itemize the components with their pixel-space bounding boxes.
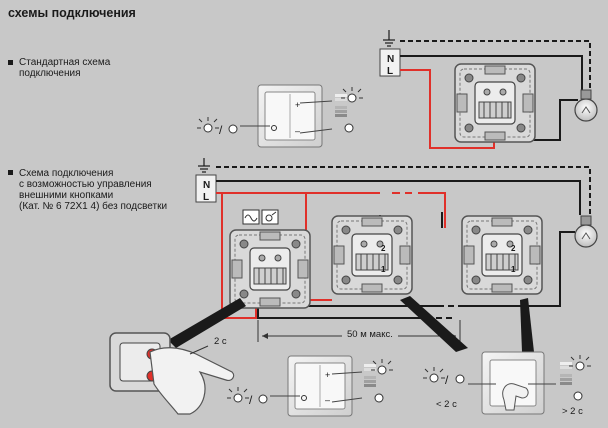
section-1-line-1: Стандартная схема bbox=[19, 57, 111, 68]
terminal-n-label-2: N bbox=[203, 180, 210, 191]
lamp-off-icon bbox=[344, 123, 354, 133]
section-2-line-3: внешними кнопками bbox=[19, 190, 113, 201]
pointer-line bbox=[331, 371, 363, 375]
live-wire-2c bbox=[418, 192, 446, 228]
slash-glyph: / bbox=[219, 123, 223, 137]
lamp-on-icon bbox=[422, 366, 446, 383]
led-icon bbox=[301, 395, 307, 401]
plus-label-2: + bbox=[325, 370, 330, 380]
section-1-line-2: подключения bbox=[19, 68, 81, 79]
hand-press-illustration bbox=[109, 332, 235, 415]
callout-pointer bbox=[400, 296, 468, 352]
terminal-block-top: N L bbox=[379, 30, 401, 77]
hold-hand-label: 2 с bbox=[214, 336, 227, 347]
pointer-line bbox=[299, 128, 333, 134]
plus-label: + bbox=[295, 100, 300, 110]
terminal-number: 1 bbox=[511, 265, 516, 274]
terminal-number: 2 bbox=[381, 244, 386, 253]
bullet-icon bbox=[8, 170, 13, 175]
dimension-label-bg bbox=[342, 326, 398, 340]
lamp-on-icon bbox=[196, 116, 220, 133]
slash-glyph: / bbox=[445, 373, 449, 387]
lamp-off-icon bbox=[374, 393, 384, 403]
pointer-line bbox=[299, 100, 333, 104]
bulb-icon-2 bbox=[574, 215, 598, 248]
bulb-icon bbox=[574, 89, 598, 122]
lamp-off-icon bbox=[228, 124, 238, 134]
terminal-l-label-2: L bbox=[203, 192, 209, 203]
dim-level-icon bbox=[364, 364, 376, 387]
page-title: схемы подключения bbox=[8, 6, 136, 20]
minus-label: – bbox=[295, 126, 300, 136]
earth-wire-2 bbox=[216, 166, 591, 215]
minus-label-2: – bbox=[325, 395, 330, 405]
dimmer-mechanism-top bbox=[454, 63, 536, 143]
terminal-l-label: L bbox=[387, 66, 393, 77]
dim-level-icon bbox=[560, 362, 572, 385]
arrow-left-icon bbox=[262, 333, 268, 339]
callout-pointer bbox=[520, 298, 534, 352]
finger-icon bbox=[502, 383, 529, 411]
hold-short-label: < 2 с bbox=[436, 399, 457, 410]
callout-pointer bbox=[168, 298, 246, 348]
section-2-line-4: (Кат. № 6 72X1 4) без подсветки bbox=[19, 200, 167, 212]
led-icon bbox=[271, 125, 277, 131]
terminal-number: 1 bbox=[381, 265, 386, 274]
pointer-line bbox=[189, 345, 209, 355]
neutral-wire bbox=[400, 55, 583, 95]
pointer-line bbox=[331, 397, 363, 403]
distance-label: 50 м макс. bbox=[347, 329, 393, 340]
neutral-wire-2 bbox=[216, 180, 581, 215]
lamp-off-icon bbox=[455, 374, 465, 384]
terminal-number: 2 bbox=[511, 244, 516, 253]
push-button-mechanism-2 bbox=[461, 215, 543, 295]
lamp-off-icon bbox=[258, 394, 268, 404]
terminal-block-bottom: N L bbox=[195, 158, 217, 203]
dim-level-icon bbox=[335, 94, 347, 117]
section-2-line-1: Схема подключения bbox=[19, 168, 113, 179]
load-wire-2 bbox=[462, 231, 575, 307]
lamp-on-icon bbox=[568, 354, 592, 371]
slash-glyph: / bbox=[249, 393, 253, 407]
section-2-line-2: с возможностью управления bbox=[19, 179, 152, 190]
push-button-mechanism-1 bbox=[331, 215, 413, 295]
dimmer-mechanism-bottom bbox=[229, 229, 311, 309]
terminal-n-label: N bbox=[387, 54, 394, 65]
lamp-off-icon bbox=[573, 391, 583, 401]
lamp-on-icon bbox=[226, 386, 250, 403]
bullet-icon bbox=[8, 60, 13, 65]
hold-long-label: > 2 с bbox=[562, 406, 583, 417]
